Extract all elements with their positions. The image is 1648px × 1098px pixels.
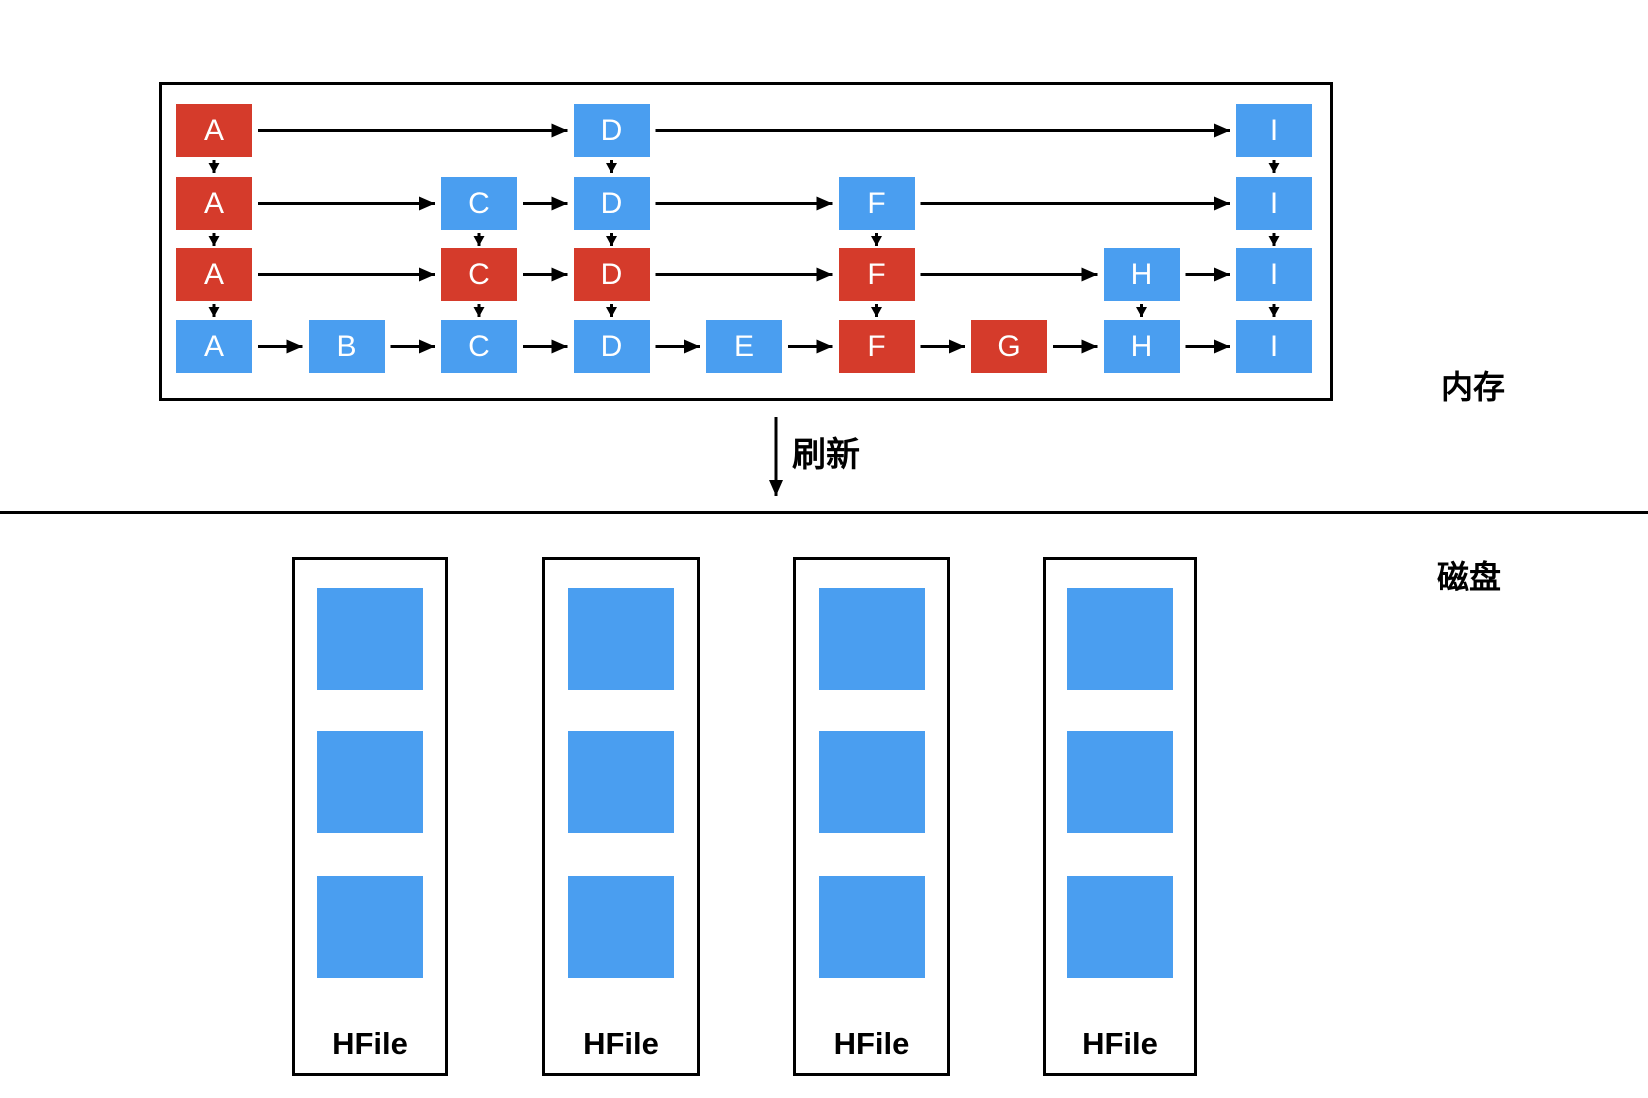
data-block bbox=[317, 588, 423, 690]
memory-label: 内存 bbox=[1441, 369, 1506, 405]
memtable-node-i-row4: I bbox=[1236, 320, 1312, 373]
data-block bbox=[568, 876, 674, 978]
hfile-box-4: HFile bbox=[1043, 557, 1197, 1076]
memtable-node-f-row3: F bbox=[838, 248, 915, 301]
memtable-node-a-row2: A bbox=[176, 177, 252, 230]
memtable-node-a-row4: A bbox=[176, 320, 252, 373]
disk-label: 磁盘 bbox=[1437, 559, 1502, 595]
data-block bbox=[818, 876, 925, 978]
memtable-node-d-row2: D bbox=[573, 177, 650, 230]
data-block bbox=[1067, 876, 1173, 978]
hfile-box-1: HFile bbox=[292, 557, 448, 1076]
data-block bbox=[317, 731, 423, 833]
data-block bbox=[818, 731, 925, 833]
hfile-label: HFile bbox=[583, 1026, 659, 1061]
memtable-region-box bbox=[159, 82, 1333, 401]
hfile-box-2: HFile bbox=[542, 557, 700, 1076]
memtable-node-c-row2: C bbox=[441, 177, 517, 230]
hfile-label: HFile bbox=[833, 1026, 910, 1061]
memtable-node-c-row3: C bbox=[441, 248, 517, 301]
data-block bbox=[818, 588, 925, 690]
memtable-node-a-row3: A bbox=[176, 248, 252, 301]
memtable-node-d-row1: D bbox=[573, 104, 650, 157]
hfile-box-3: HFile bbox=[793, 557, 950, 1076]
memtable-node-c-row4: C bbox=[441, 320, 517, 373]
memtable-node-a-row1: A bbox=[176, 104, 252, 157]
data-block bbox=[568, 731, 674, 833]
memtable-node-i-row1: I bbox=[1236, 104, 1312, 157]
memtable-node-i-row3: I bbox=[1236, 248, 1312, 301]
memtable-node-f-row2: F bbox=[838, 177, 915, 230]
memtable-node-g-row4: G bbox=[971, 320, 1047, 373]
data-block bbox=[1067, 588, 1173, 690]
memtable-node-d-row3: D bbox=[573, 248, 650, 301]
memtable-node-b-row4: B bbox=[308, 320, 385, 373]
data-block bbox=[317, 876, 423, 978]
data-block bbox=[1067, 731, 1173, 833]
memtable-node-f-row4: F bbox=[838, 320, 915, 373]
memtable-node-h-row3: H bbox=[1103, 248, 1180, 301]
data-block bbox=[568, 588, 674, 690]
hfile-label: HFile bbox=[332, 1026, 408, 1061]
memtable-node-h-row4: H bbox=[1103, 320, 1180, 373]
memtable-node-i-row2: I bbox=[1236, 177, 1312, 230]
memtable-node-d-row4: D bbox=[573, 320, 650, 373]
hfile-label: HFile bbox=[1082, 1026, 1158, 1061]
memory-disk-divider bbox=[0, 511, 1648, 514]
memtable-node-e-row4: E bbox=[706, 320, 782, 373]
flush-label: 刷新 bbox=[792, 436, 860, 474]
